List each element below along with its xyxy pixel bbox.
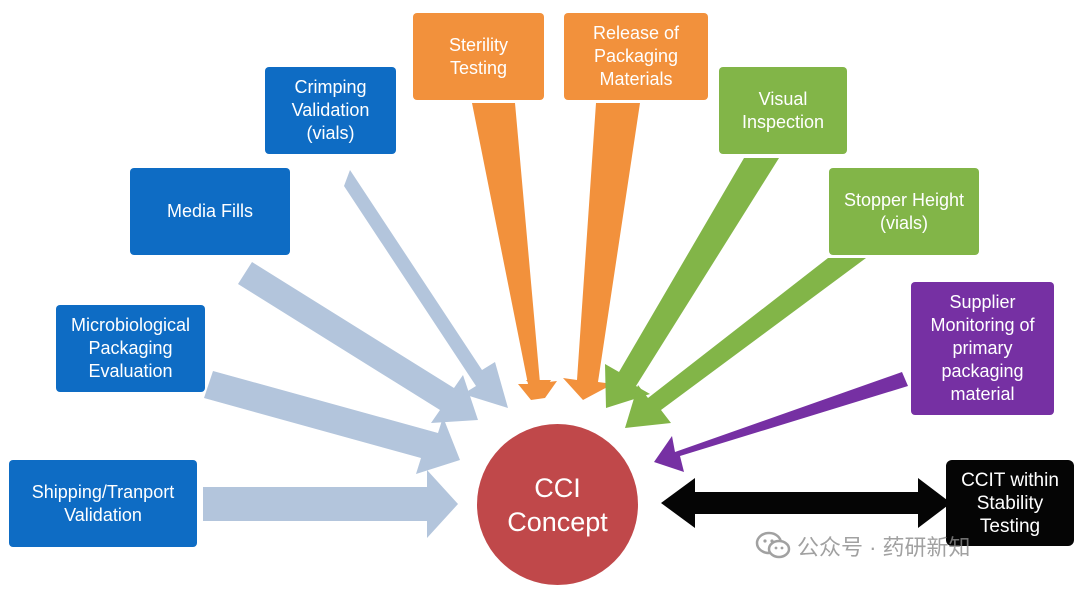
node-visual-inspection: Visual Inspection bbox=[719, 67, 847, 154]
arrow-supplier bbox=[654, 372, 908, 472]
node-shipping-validation: Shipping/Tranport Validation bbox=[9, 460, 197, 547]
arrow-shipping bbox=[203, 470, 458, 538]
watermark: 公众号 · 药研新知 bbox=[755, 528, 971, 564]
watermark-text: 公众号 · 药研新知 bbox=[797, 535, 971, 560]
node-stopper-height: Stopper Height (vials) bbox=[829, 168, 979, 255]
arrow-visual bbox=[605, 158, 779, 408]
arrow-sterility-shaft bbox=[472, 103, 557, 400]
node-sterility-testing: Sterility Testing bbox=[413, 13, 544, 100]
arrow-microbiological bbox=[204, 371, 460, 474]
arrow-stopper bbox=[625, 258, 866, 428]
node-ccit-stability: CCIT within Stability Testing bbox=[946, 460, 1074, 546]
node-supplier-monitoring: Supplier Monitoring of primary packaging… bbox=[911, 282, 1054, 415]
arrow-media-fills bbox=[238, 262, 478, 423]
node-crimping-validation: Crimping Validation (vials) bbox=[265, 67, 396, 154]
center-cci-concept: CCI Concept bbox=[477, 424, 638, 585]
arrow-ccit-double bbox=[661, 478, 951, 528]
node-media-fills: Media Fills bbox=[130, 168, 290, 255]
node-microbiological-evaluation: Microbiological Packaging Evaluation bbox=[56, 305, 205, 392]
wechat-icon bbox=[755, 531, 791, 559]
node-release-packaging: Release of Packaging Materials bbox=[564, 13, 708, 100]
arrow-crimping bbox=[344, 170, 508, 408]
arrow-release bbox=[563, 103, 640, 400]
